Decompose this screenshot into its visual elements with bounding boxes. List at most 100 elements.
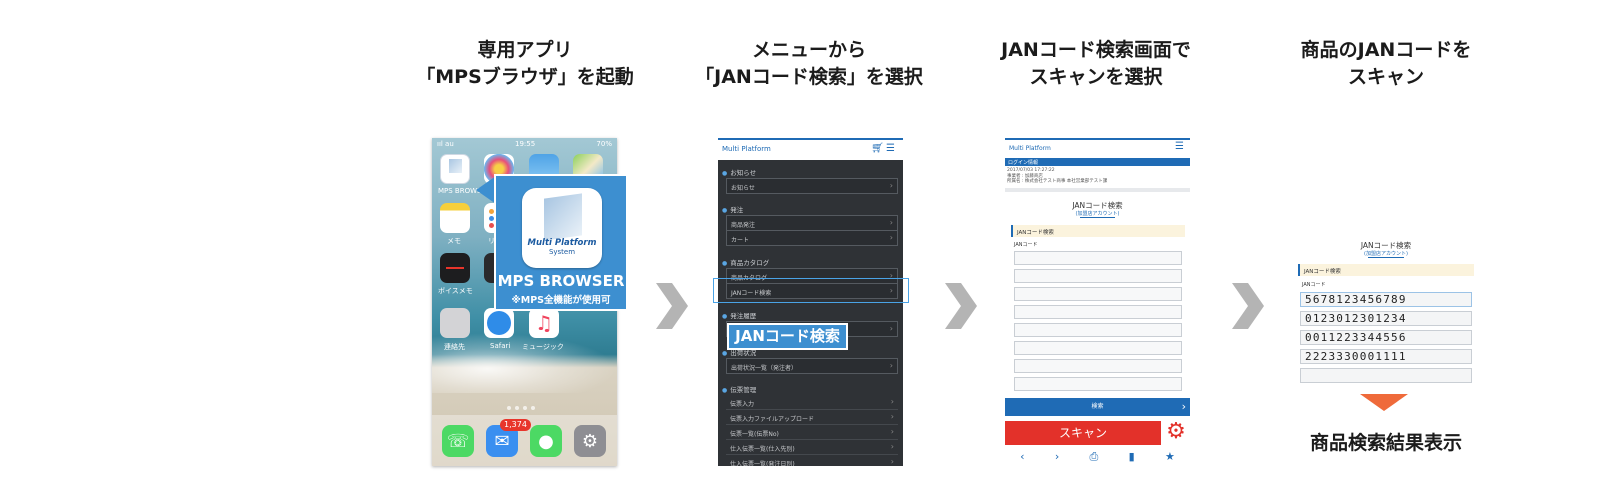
jan-code-field[interactable]: 5678123456789 (1300, 292, 1472, 307)
chevron-right-icon (945, 283, 977, 329)
menu-item-slip-entry[interactable]: 伝票入力 (726, 396, 898, 410)
menu-item-cart[interactable]: カート (726, 230, 898, 246)
voice-memos-label: ボイスメモ (438, 287, 473, 295)
jan-code-field[interactable]: 0011223344556 (1300, 330, 1472, 345)
page-subtitle: (加盟店アカウント) (1075, 211, 1120, 217)
jan-input[interactable] (1014, 251, 1182, 265)
menu-icon[interactable]: ☰ (886, 143, 895, 154)
chevron-right-icon (656, 283, 688, 329)
step-3-line2: スキャンを選択 (1029, 66, 1163, 88)
phone-app-icon[interactable]: ☏ (442, 425, 474, 457)
print-icon[interactable]: ⎙ (1089, 449, 1099, 463)
menu-item-slip-list[interactable]: 伝票一覧(伝票No) (726, 426, 898, 440)
jan-input[interactable] (1014, 377, 1182, 391)
login-info-bar: ログイン情報 (1005, 158, 1190, 166)
jan-input[interactable] (1014, 269, 1182, 283)
contacts-app-icon[interactable] (440, 308, 470, 338)
app-header: Multi Platform ☰ (1005, 138, 1190, 156)
title-underline (1080, 217, 1115, 218)
star-icon[interactable]: ★ (1164, 450, 1175, 463)
login-company: 事業者 : 加藤商店 (1007, 173, 1043, 179)
gear-icon[interactable]: ⚙ (1166, 419, 1186, 444)
contacts-label: 連絡先 (444, 343, 465, 351)
callout-subtitle: ※MPS全機能が使用可 (511, 295, 611, 306)
jan-input[interactable] (1014, 359, 1182, 373)
safari-label: Safari (490, 342, 511, 350)
jan-field-label: JANコード (1302, 282, 1326, 288)
safari-app-icon[interactable] (484, 308, 514, 338)
jan-field-label: JANコード (1014, 242, 1038, 248)
cart-icon[interactable]: 🛒︎ (871, 143, 884, 154)
settings-app-icon[interactable]: ⚙ (574, 425, 606, 457)
section-header: JANコード検索 (1298, 264, 1474, 276)
scan-button[interactable]: スキャン (1005, 421, 1161, 445)
page-title: JANコード検索 (1360, 241, 1412, 250)
step-1-title: 専用アプリ 「MPSブラウザ」を起動 (410, 37, 640, 91)
popup-pointer (476, 176, 496, 204)
search-button[interactable]: 検索 (1005, 398, 1190, 416)
jan-input[interactable] (1014, 305, 1182, 319)
menu-item-purchase-date[interactable]: 仕入伝票一覧(発注日別) (726, 456, 898, 466)
menu-icon[interactable]: ☰ (1175, 141, 1184, 152)
jan-search-highlight (713, 278, 909, 303)
logo-line1: Multi Platform (527, 238, 597, 248)
section-shipping: 出荷状況 (722, 347, 756, 357)
menu-item-slip-upload[interactable]: 伝票入力ファイルアップロード (726, 411, 898, 425)
down-arrow-icon (1360, 394, 1408, 411)
menu-item-notice[interactable]: お知らせ (726, 178, 898, 194)
jan-input[interactable] (1014, 323, 1182, 337)
mps-browser-callout: Multi Platform System MPS BROWSER ※MPS全機… (494, 174, 628, 311)
status-bar: ııl au 19:55 70% (432, 138, 617, 150)
section-notice: お知らせ (722, 167, 756, 177)
menu-item-jan-search[interactable]: JANコード検索 (726, 283, 898, 299)
battery-level: 70% (596, 140, 612, 148)
jan-results-panel: JANコード検索 (加盟店アカウント) JANコード検索 JANコード 5678… (1296, 236, 1476, 384)
forward-icon[interactable]: › (1054, 450, 1060, 463)
step-4-line1: 商品のJANコードを (1300, 39, 1472, 61)
page-indicator (507, 406, 535, 410)
logo-line2: System (548, 248, 576, 256)
jan-input[interactable] (1014, 287, 1182, 301)
jan-code-field[interactable]: 0123012301234 (1300, 311, 1472, 326)
mail-badge: 1,374 (500, 419, 531, 431)
app-header: Multi Platform 🛒︎ ☰ (718, 138, 903, 160)
jan-input[interactable] (1014, 341, 1182, 355)
title-underline (1368, 257, 1404, 258)
music-label: ミュージック (522, 343, 564, 351)
step-1-line1: 専用アプリ (477, 39, 573, 61)
mail-app-icon[interactable]: ✉ 1,374 (486, 419, 531, 457)
login-department: 所属名 : 株式会社テスト商事 本社営業部テスト課 (1007, 179, 1108, 184)
page-subtitle: (加盟店アカウント) (1364, 251, 1408, 257)
notes-app-icon[interactable] (440, 203, 470, 233)
music-app-icon[interactable]: ♫ (529, 308, 559, 338)
status-time: 19:55 (515, 140, 536, 148)
section-catalog: 商品カタログ (722, 257, 769, 267)
section-history: 発注履歴 (722, 310, 756, 320)
jan-search-screen: Multi Platform ☰ ログイン情報 2017/07/03 17:27… (1005, 138, 1190, 466)
carrier-signal: ııl au (437, 140, 454, 148)
menu-item-order[interactable]: 商品発注 (726, 215, 898, 231)
wallpaper-surf (432, 333, 617, 393)
dock: ☏ ✉ 1,374 ● ⚙ (432, 415, 617, 466)
chevron-right-icon (1232, 283, 1264, 329)
notes-label: メモ (447, 237, 461, 245)
mps-app-label: MPS BROWSER (438, 187, 491, 195)
result-label: 商品検索結果表示 (1309, 432, 1462, 454)
page-title: JANコード検索 (1072, 201, 1123, 210)
back-icon[interactable]: ‹ (1020, 450, 1025, 463)
divider (1005, 188, 1190, 192)
bookmark-icon[interactable]: ▮ (1128, 450, 1135, 463)
jan-code-field[interactable] (1300, 368, 1472, 383)
step-1-line2: 「MPSブラウザ」を起動 (416, 66, 634, 88)
menu-item-purchase-supplier[interactable]: 仕入伝票一覧(仕入先別) (726, 441, 898, 455)
section-slip: 伝票管理 (722, 384, 756, 394)
jan-code-field[interactable]: 2223330001111 (1300, 349, 1472, 364)
mps-browser-app-icon[interactable] (440, 154, 470, 184)
step-3-title: JANコード検索画面で スキャンを選択 (980, 37, 1212, 91)
voice-memos-app-icon[interactable] (440, 253, 470, 283)
menu-item-shipping[interactable]: 出荷状況一覧（発注者） (726, 358, 898, 374)
section-header: JANコード検索 (1011, 225, 1185, 237)
step-2-line2: 「JANコード検索」を選択 (695, 66, 923, 88)
messages-app-icon[interactable]: ● (530, 425, 562, 457)
step-4-title: 商品のJANコードを スキャン (1270, 37, 1502, 91)
